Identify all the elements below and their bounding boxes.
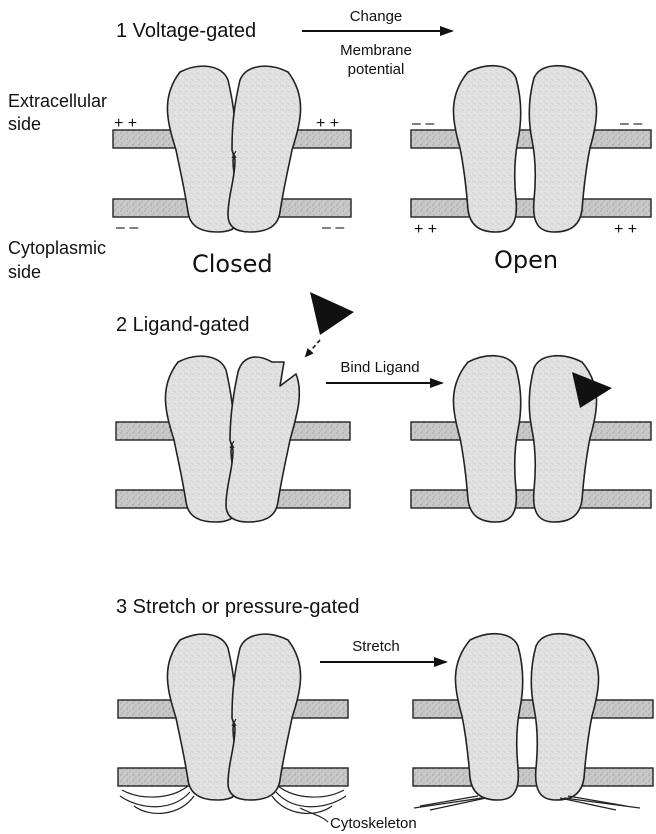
cytoskeleton-label: Cytoskeleton	[330, 815, 417, 832]
charge-closed-bottom-right: – –	[322, 219, 344, 236]
ligand-approach-arrow	[306, 340, 320, 356]
arrow-label-change: Change	[350, 8, 403, 25]
closed-label: Closed	[192, 250, 273, 278]
charge-open-bottom-right: + +	[614, 221, 637, 238]
cytoskeleton-filaments-open	[414, 796, 640, 810]
charge-closed-bottom-left: – –	[116, 219, 138, 236]
extracellular-side-label: side	[8, 114, 41, 134]
charge-closed-top-left: + +	[114, 115, 137, 132]
charge-open-bottom-left: + +	[414, 221, 437, 238]
extracellular-label: Extracellular	[8, 91, 107, 111]
section-stretch-gated: 3 Stretch or pressure-gated Stretch Cyto…	[116, 596, 653, 832]
section-title: 3 Stretch or pressure-gated	[116, 596, 359, 618]
channel-stretch-closed	[167, 634, 300, 800]
charge-open-top-left: – –	[412, 115, 434, 132]
charge-open-top-right: – –	[620, 115, 642, 132]
section-voltage-gated: 1 Voltage-gated Change Membrane potentia…	[8, 8, 651, 282]
cytoplasmic-label: Cytoplasmic	[8, 238, 106, 258]
cytoplasmic-side-label: side	[8, 262, 41, 282]
channel-closed	[167, 66, 300, 232]
section-ligand-gated: 2 Ligand-gated Bind Ligand	[116, 292, 651, 522]
membrane-ligand-open	[411, 422, 651, 508]
arrow-label-potential: potential	[348, 61, 405, 78]
section-title: 2 Ligand-gated	[116, 314, 249, 336]
membrane-stretch-open	[413, 700, 653, 786]
ligand-triangle-icon	[310, 292, 354, 335]
membrane-open	[411, 130, 651, 217]
channel-ligand-closed	[165, 356, 299, 522]
section-title: 1 Voltage-gated	[116, 20, 256, 42]
charge-closed-top-right: + +	[316, 115, 339, 132]
open-label: Open	[494, 246, 558, 274]
arrow-label-membrane: Membrane	[340, 42, 412, 59]
arrow-label-stretch: Stretch	[352, 638, 400, 655]
arrow-label-bind-ligand: Bind Ligand	[340, 359, 419, 376]
